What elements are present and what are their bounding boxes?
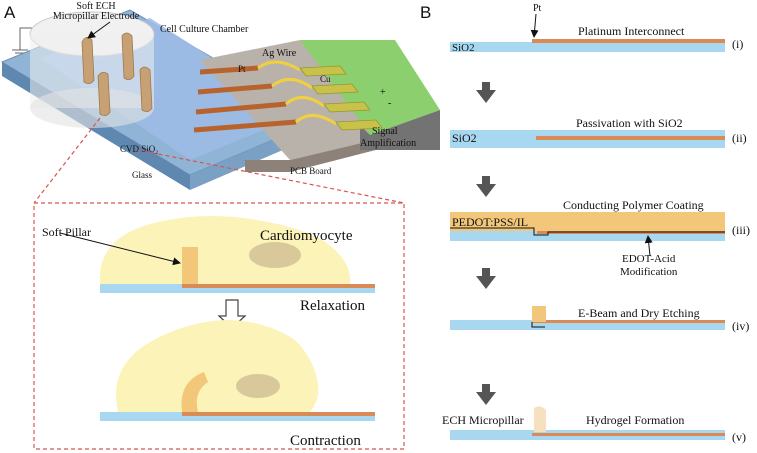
signal-amplifier-board bbox=[300, 40, 440, 135]
step-3-note-line2: Modification bbox=[620, 266, 678, 278]
cvd-sio2-label: CVD SiO₂ bbox=[120, 144, 158, 154]
polymer-pillar-step-4 bbox=[532, 306, 546, 322]
step-1-layer-label: SiO2 bbox=[452, 42, 475, 54]
step-1-roman: (i) bbox=[732, 37, 743, 51]
pt-layer-relaxed bbox=[182, 284, 375, 288]
substrate-step-1 bbox=[450, 42, 725, 52]
panel-a-letter: A bbox=[4, 3, 16, 22]
plus-sign: + bbox=[380, 87, 386, 98]
step-4-roman: (iv) bbox=[732, 319, 749, 333]
panel-b-letter: B bbox=[420, 3, 431, 22]
relaxation-label: Relaxation bbox=[300, 298, 365, 314]
step-5-layer-label: ECH Micropillar bbox=[442, 413, 524, 427]
soft-pillar-relaxed bbox=[182, 247, 198, 284]
step-4-illustration bbox=[450, 306, 725, 330]
chamber-label: Cell Culture Chamber bbox=[160, 24, 249, 35]
step-4-title: E-Beam and Dry Etching bbox=[578, 306, 700, 320]
cu-pads bbox=[299, 65, 383, 131]
process-arrow-1 bbox=[476, 82, 496, 103]
pt-layer-contracted bbox=[182, 412, 375, 416]
cardiomyocyte-cell-relaxed bbox=[99, 216, 351, 284]
ag-wire-label: Ag Wire bbox=[262, 48, 297, 59]
contraction-label: Contraction bbox=[290, 433, 361, 449]
cardiomyocyte-cell-contracted bbox=[116, 320, 319, 412]
micropillar-electrodes bbox=[81, 32, 153, 116]
process-arrow-3 bbox=[476, 268, 496, 289]
inset-border bbox=[33, 202, 405, 450]
step-2-roman: (ii) bbox=[732, 131, 747, 145]
step-5-illustration bbox=[450, 406, 725, 440]
minus-sign: - bbox=[388, 98, 391, 109]
signal-label-line2: Amplification bbox=[360, 138, 416, 149]
step-2-illustration bbox=[450, 130, 725, 148]
pt-traces bbox=[193, 65, 297, 133]
relaxation-illustration bbox=[59, 216, 375, 293]
device-3d-illustration bbox=[0, 9, 440, 190]
step-5-roman: (v) bbox=[732, 430, 746, 444]
pt-layer-step-5 bbox=[532, 433, 725, 436]
cardiomyocyte-label: Cardiomyocyte bbox=[260, 228, 353, 244]
pt-pointer-arrow bbox=[530, 13, 539, 38]
step-3-title: Conducting Polymer Coating bbox=[563, 198, 704, 212]
step-1-illustration bbox=[450, 13, 725, 52]
pcb-label: PCB Board bbox=[290, 166, 332, 176]
soft-pillar-pointer bbox=[59, 232, 181, 266]
pt-layer-step-4 bbox=[532, 320, 725, 323]
soft-pillar-label: Soft Pillar bbox=[42, 225, 91, 239]
step-2-title: Passivation with SiO2 bbox=[576, 116, 683, 130]
glass-label: Glass bbox=[132, 170, 152, 180]
pt-layer-step-1 bbox=[532, 39, 725, 43]
nucleus-relaxed bbox=[249, 242, 301, 268]
ech-micropillar-step-5 bbox=[534, 406, 546, 432]
substrate-relaxed bbox=[100, 284, 375, 293]
electrode-label-line2: Micropillar Electrode bbox=[53, 11, 140, 22]
process-arrow-2 bbox=[476, 176, 496, 197]
pt-layer-step-2 bbox=[536, 136, 725, 140]
signal-label-line1: Signal bbox=[372, 126, 398, 137]
substrate-step-4 bbox=[450, 320, 725, 330]
step-3-roman: (iii) bbox=[732, 223, 750, 237]
step-1-title: Platinum Interconnect bbox=[578, 24, 685, 38]
cu-label: Cu bbox=[320, 74, 331, 84]
step-3-layer-label: PEDOT:PSS/IL bbox=[452, 215, 528, 229]
electrode-pointer-arrow bbox=[87, 21, 111, 39]
nucleus-contracted bbox=[236, 374, 280, 398]
contraction-illustration bbox=[100, 320, 375, 421]
process-arrow-4 bbox=[476, 384, 496, 405]
step-3-note-line1: EDOT-Acid bbox=[622, 253, 676, 265]
substrate-contracted bbox=[100, 412, 375, 421]
step-3-illustration bbox=[450, 212, 725, 257]
ag-wires bbox=[257, 60, 337, 126]
soft-pillar-bent bbox=[181, 372, 208, 412]
substrate-step-3 bbox=[450, 231, 725, 241]
zoom-guide-lines bbox=[33, 117, 405, 450]
step-5-title: Hydrogel Formation bbox=[586, 413, 684, 427]
modification-pointer bbox=[644, 235, 653, 257]
pt-label-b: Pt bbox=[533, 3, 542, 14]
pt-label-a: Pt bbox=[238, 64, 246, 74]
step-2-layer-label: SiO2 bbox=[452, 131, 477, 145]
electrode-label-line1: Soft ECH bbox=[76, 1, 115, 12]
